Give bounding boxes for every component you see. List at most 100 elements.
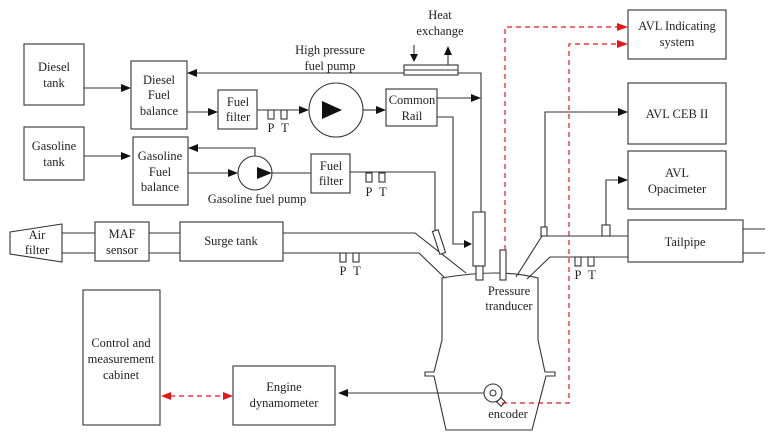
ceb-sample-line xyxy=(544,111,620,227)
control-measurement-cabinet: Control and measurement cabinet xyxy=(82,289,161,426)
arrow-head xyxy=(618,176,628,184)
air-filter-label: Air xyxy=(29,228,47,242)
pressure-sensor-label: P xyxy=(366,185,373,199)
rail-to-injector-line xyxy=(437,116,466,245)
avl-indicating-label: AVL Indicating xyxy=(638,19,716,33)
high-pressure-pump-label: fuel pump xyxy=(304,59,355,73)
fuel-return-line xyxy=(195,72,482,240)
common-rail-label: Common xyxy=(389,93,436,107)
pressure-transducer xyxy=(499,249,507,281)
pressure-sensor-label: P xyxy=(340,264,347,278)
heat-exchange-label: Heat xyxy=(428,8,452,22)
arrow-head xyxy=(187,69,197,77)
gasoline-return-line xyxy=(196,147,256,156)
encoder-signal-line xyxy=(502,43,618,404)
temperature-sensor-label: T xyxy=(281,121,289,135)
injector-tip xyxy=(475,265,484,281)
gasoline-fuel-balance-label: Fuel xyxy=(149,165,172,179)
common-rail-label: Rail xyxy=(402,109,423,123)
arrow-head xyxy=(121,84,131,92)
intake-manifold xyxy=(283,232,467,279)
gasoline-tank-label: Gasoline xyxy=(32,139,77,153)
maf-sensor-label: MAF xyxy=(108,227,135,241)
gasoline-tank-label: tank xyxy=(43,155,65,169)
pressure-transducer-label: Pressure xyxy=(488,284,531,298)
signal-arrow-head xyxy=(617,40,628,48)
pressure-transducer-label: tranducer xyxy=(485,299,533,313)
control-cabinet-label: cabinet xyxy=(103,368,140,382)
control-cabinet-label: Control and xyxy=(91,336,151,350)
temperature-sensor-label: T xyxy=(353,264,361,278)
heat-exchanger: Heat exchange xyxy=(403,8,464,76)
engine-dynamometer-label: Engine xyxy=(266,380,302,394)
arrow-head xyxy=(618,108,628,116)
arrow-head xyxy=(299,106,309,114)
pt-sensor-gasoline: P T xyxy=(365,172,387,199)
engine-dynamometer-label: dynamometer xyxy=(250,396,320,410)
avl-indicating-system: AVL Indicating system xyxy=(627,9,727,60)
pump-arrow-icon xyxy=(257,167,272,179)
signal-arrow-head xyxy=(617,23,628,31)
ceb-sample-port xyxy=(540,226,548,237)
diesel-tank-label: Diesel xyxy=(38,60,70,74)
port-fuel-injector xyxy=(431,228,447,256)
tailpipe: Tailpipe xyxy=(627,219,744,263)
temperature-sensor-label: T xyxy=(379,185,387,199)
fuel-filter-label: Fuel xyxy=(320,159,343,173)
arrow-head xyxy=(208,108,218,116)
gasoline-fuel-pump: Gasoline fuel pump xyxy=(208,155,307,206)
arrow-head xyxy=(228,169,238,177)
pt-sensor-exhaust: P T xyxy=(574,256,596,282)
intake-pipe xyxy=(62,232,95,254)
gasoline-fuel-balance-label: balance xyxy=(141,180,180,194)
pressure-sensor-label: P xyxy=(268,121,275,135)
gasoline-tank: Gasoline tank xyxy=(23,126,85,181)
control-cabinet-label: measurement xyxy=(88,352,155,366)
diesel-fuel-balance: Diesel Fuel balance xyxy=(130,60,188,130)
pump-arrow-icon xyxy=(322,101,342,119)
air-filter-label: filter xyxy=(25,243,50,257)
arrow-head xyxy=(338,389,348,397)
diesel-fuel-filter: Fuel filter xyxy=(217,89,258,130)
air-filter: Air filter xyxy=(9,223,63,263)
diesel-fuel-balance-label: Diesel xyxy=(143,73,175,87)
gasoline-fuel-balance-label: Gasoline xyxy=(138,149,183,163)
gasoline-fuel-balance: Gasoline Fuel balance xyxy=(132,136,189,206)
avl-opacimeter-label: Opacimeter xyxy=(648,182,707,196)
gasoline-fuel-pump-label: Gasoline fuel pump xyxy=(208,192,307,206)
fuel-filter-label: filter xyxy=(226,110,251,124)
tailpipe-outlet xyxy=(743,228,765,254)
avl-ceb-ii: AVL CEB II xyxy=(627,82,727,145)
avl-opacimeter-label: AVL xyxy=(665,166,689,180)
gasoline-fuel-filter: Fuel filter xyxy=(310,153,351,194)
high-pressure-pump-label: High pressure xyxy=(295,43,365,57)
engine-dynamometer: Engine dynamometer xyxy=(232,365,336,426)
pt-sensor-intake: P T xyxy=(339,252,361,278)
direct-injector xyxy=(472,211,486,267)
intake-pipe xyxy=(149,232,180,254)
fuel-filter-label: Fuel xyxy=(227,95,250,109)
heat-exchange-label: exchange xyxy=(416,24,464,38)
arrow-head xyxy=(376,106,386,114)
arrow-head xyxy=(471,94,481,102)
pressure-sensor-label: P xyxy=(575,268,582,282)
avl-opacimeter: AVL Opacimeter xyxy=(627,150,727,210)
encoder: encoder xyxy=(483,383,529,421)
signal-arrow-head xyxy=(223,392,233,400)
avl-indicating-label: system xyxy=(660,35,695,49)
engine-block: Pressure tranducer xyxy=(424,211,556,431)
diesel-tank-label: tank xyxy=(43,76,65,90)
encoder-label: encoder xyxy=(488,407,528,421)
tailpipe-label: Tailpipe xyxy=(665,235,706,249)
maf-sensor: MAF sensor xyxy=(94,221,150,262)
avl-ceb-label: AVL CEB II xyxy=(646,107,709,121)
surge-tank: Surge tank xyxy=(179,221,284,262)
high-pressure-fuel-pump: High pressure fuel pump xyxy=(295,43,365,138)
arrow-head xyxy=(121,152,131,160)
pressure-signal-line xyxy=(504,26,618,250)
arrow-head xyxy=(188,144,198,152)
arrow-head xyxy=(464,240,472,248)
opacimeter-sample-port xyxy=(601,224,611,237)
opacimeter-sample-line xyxy=(605,179,620,225)
